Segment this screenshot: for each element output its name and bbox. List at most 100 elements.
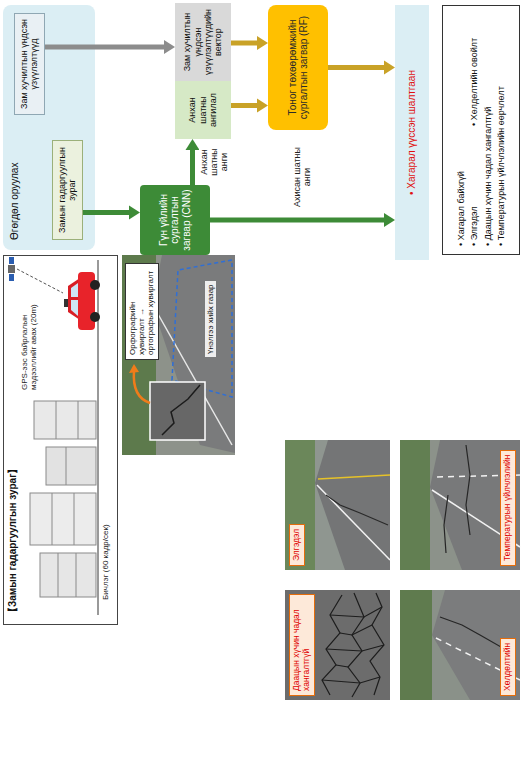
node-text: Зам хучилтын үндсэн үзүүлэлтүүд [19,18,40,110]
survey-car [71,300,78,316]
arrow-head [186,139,200,150]
building-elevation [58,553,59,597]
node-text: • Хагарал үүссэн шалтгаан [406,70,418,195]
arrow-head [384,213,395,227]
node-text: Анхан шатны ангилал [187,85,218,135]
model-box: Тоног төхөөрөмжийн сургалтын загвар (RF) [268,5,328,130]
node-text: • Даацын хүчин чадал хангалтгүй [483,14,493,246]
flow-arrow [328,61,395,75]
building-elevation [40,553,96,597]
flow-arrow [83,206,140,220]
arrow-line [328,65,385,70]
survey-car [64,272,100,330]
crack-inset [129,364,205,440]
crack-inset [150,382,205,440]
node-text: Замын гадаргуулгын зураг [57,145,78,235]
sample-photo-fatigue [326,645,384,651]
sample-photo-fatigue [285,590,390,700]
node-text: • Хагарал байхгүй [456,134,466,246]
feature-box: Зам хучилтын үндсэн үзүүлэлтүүдийн векто… [175,3,231,81]
sample-tag: Элгэдэл [289,524,305,566]
node-text: • Температурын үйлчлэлийн өөрчлөлт [496,14,506,246]
arrow-line [231,103,258,108]
gps-satellite [8,257,63,293]
class-list-box: • Хагарал байхгүй• Элгэдэл • Хөлдөлтийн о… [442,5,520,255]
survey-car [71,283,78,297]
sample-photo-fatigue [336,665,348,667]
arrow-line [83,210,130,215]
sample-photo-thermal [444,495,448,553]
road-photo [122,255,235,455]
survey-panel: 【Замын гадаргуулгын зураг】 [3,255,118,625]
sample-photo-frost-heave [400,590,520,700]
crack-inset [129,364,139,373]
arrow-head [384,61,395,75]
arrow-head [257,99,268,113]
arrow-line [210,218,385,223]
gps-satellite [9,257,14,264]
arrow-line [45,45,165,50]
building-elevation [30,401,96,597]
building-elevation [30,493,96,545]
building-elevation [66,447,67,485]
flow-arrow [186,139,200,185]
building-elevation [34,401,96,439]
flow-arrow [210,213,395,227]
sample-tag: Хөлдөлтийн [500,638,516,696]
sample-photo-thermal [430,440,520,570]
survey-car [64,299,68,307]
node-text: • Хөлдөлтийн овойлт [469,14,479,126]
sample-photo-fatigue [285,590,390,700]
flow-arrow [231,99,268,113]
sample-photo-rutting [285,440,390,570]
road-photo [122,255,235,455]
sample-photo-thermal [466,445,470,535]
model-box: Гүн үйлийн сургалтын загвар (CNN) [140,185,210,255]
flow-arrow [231,36,268,50]
sample-photo-rutting [315,440,390,570]
transform-note: Орфографийн хувиргалт → ортографын хувир… [125,263,159,360]
survey-car [90,312,100,322]
survey-panel-ground [3,255,118,625]
feature-box: Анхан шатны ангилал [175,81,231,139]
building-elevation [74,493,75,545]
sample-photo-rutting [317,485,390,560]
sample-photo-fatigue [322,677,380,683]
input-panel: Өгөгдөл оруулахЗам хучилтын үндсэн үзүүл… [3,5,95,250]
edge-label: Ахисан шатны анги [292,141,313,213]
input-box: Зам хучилтын үндсэн үзүүлэлтүүд [14,13,45,115]
arrow-head [164,40,175,54]
building-elevation [46,447,96,485]
crack-inset [162,385,200,435]
recording-note: Бичлэг (60 кадр/сек) [101,524,110,600]
sample-photo-rutting [285,440,315,570]
flow-arrow [45,40,175,54]
arrow-line [231,41,258,46]
gps-satellite [9,274,14,281]
sample-tag: Даацын хүчин чадал хангалтгүй [289,594,315,696]
edge-label: Анхан шатны анги [199,141,230,183]
sample-tag: Температурын үйлчлэлийн [500,450,516,566]
sample-photo-rutting [285,440,390,570]
survey-panel-ground [3,255,118,625]
sample-photo-frost-heave [400,590,432,700]
sample-photo-frost-heave [432,590,520,700]
gps-satellite [8,265,15,273]
output-band: • Хагарал үүссэн шалтгаан [395,5,429,260]
sample-photo-thermal [400,440,520,570]
arrow-line [190,149,195,185]
gps-note: GPS-ээс байрлалын мэдээллийг авах (20m) [20,290,38,390]
sample-photo-frost-heave [400,590,520,700]
arrow-head [129,206,140,220]
panel-fill [3,5,95,250]
sample-photo-fatigue [340,625,372,635]
node-text: 【Замын гадаргуулгын зураг】 [7,263,19,617]
sample-photo-rutting [318,475,390,479]
crack-inset [134,371,150,403]
node-text: • Элгэдэл [469,134,479,246]
input-box: Замын гадаргуулгын зураг [52,140,83,240]
building-elevation [78,401,79,439]
gps-satellite [17,269,63,293]
survey-car [90,280,100,290]
